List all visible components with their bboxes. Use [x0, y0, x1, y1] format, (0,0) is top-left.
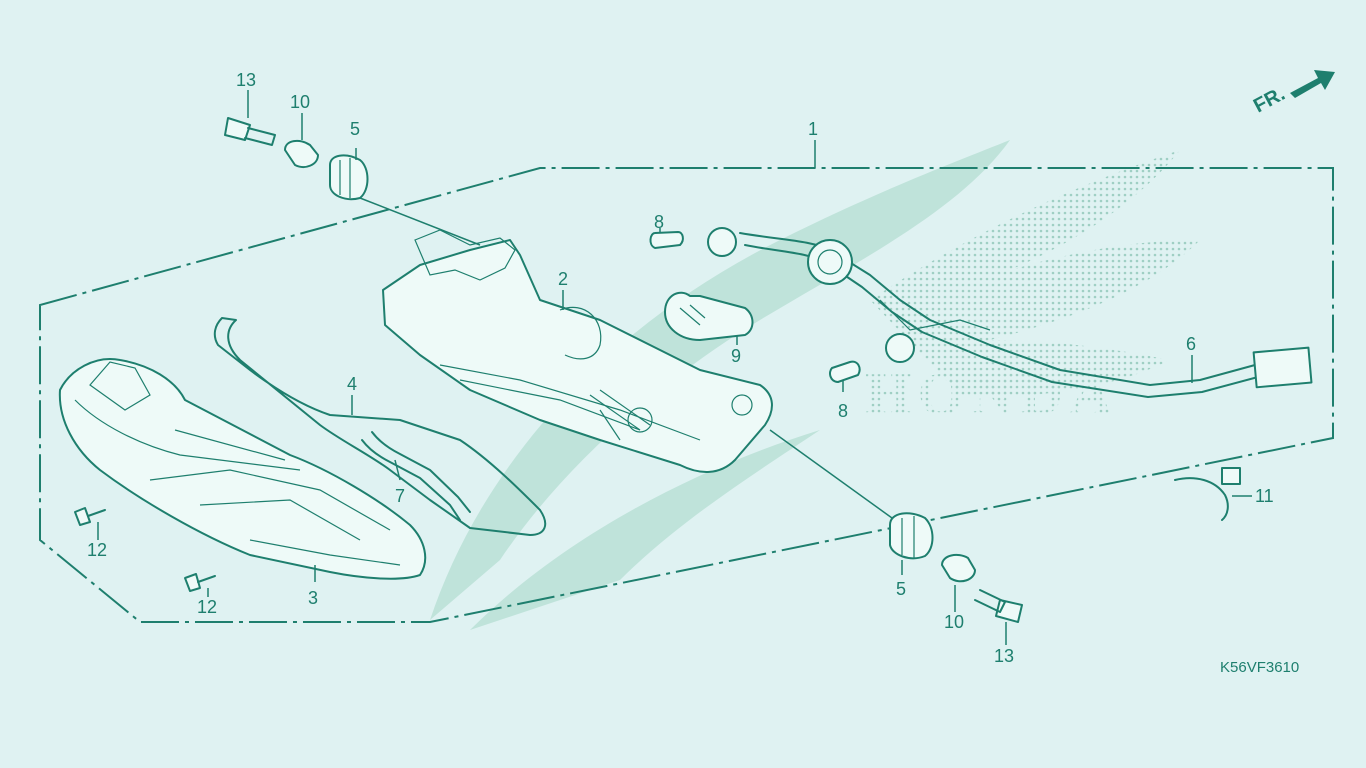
- part-5-grommets: [329, 154, 934, 560]
- callout-5a: 5: [350, 119, 360, 139]
- part-9-bulb: [664, 291, 754, 341]
- callout-2: 2: [558, 269, 568, 289]
- figure-code: K56VF3610: [1220, 659, 1299, 676]
- callout-12a: 12: [87, 540, 107, 560]
- callout-12b: 12: [197, 597, 217, 617]
- honda-watermark-text: HONDA: [865, 361, 1118, 427]
- part-10-washers: [284, 139, 976, 583]
- part-4-gasket: [213, 317, 547, 536]
- callout-1: 1: [808, 119, 818, 139]
- callout-11: 11: [1255, 486, 1274, 506]
- assembly-boundary: [39, 167, 1334, 623]
- callout-4: 4: [347, 374, 357, 394]
- callout-9: 9: [731, 346, 741, 366]
- front-label: FR.: [1250, 83, 1289, 118]
- callout-3: 3: [308, 588, 318, 608]
- front-direction-indicator: FR.: [1250, 70, 1335, 117]
- front-arrow-icon: [1290, 70, 1335, 98]
- callout-10b: 10: [944, 612, 964, 632]
- part-6-harness: [707, 227, 1313, 398]
- honda-wing-watermark: HONDA: [430, 140, 1200, 630]
- callout-7: 7: [395, 486, 405, 506]
- part-7-tube: [361, 431, 471, 521]
- callout-numbers: 1 2 3 4 5 5 6 7 8 8 9 10 10 11 12 12 13 …: [87, 70, 1274, 666]
- part-11-clip: [1174, 467, 1241, 521]
- callout-8a: 8: [654, 212, 664, 232]
- part-8-bulbs: [649, 231, 861, 383]
- leader-lines: [97, 90, 1252, 645]
- part-13-bolts: [224, 117, 1023, 623]
- callout-6: 6: [1186, 334, 1196, 354]
- callout-10a: 10: [290, 92, 310, 112]
- part-3-lens: [58, 358, 427, 580]
- callout-5b: 5: [896, 579, 906, 599]
- part-12-screws: [74, 507, 216, 592]
- callout-8b: 8: [838, 401, 848, 421]
- callout-13b: 13: [994, 646, 1014, 666]
- part-2-housing: [382, 229, 773, 473]
- callout-13a: 13: [236, 70, 256, 90]
